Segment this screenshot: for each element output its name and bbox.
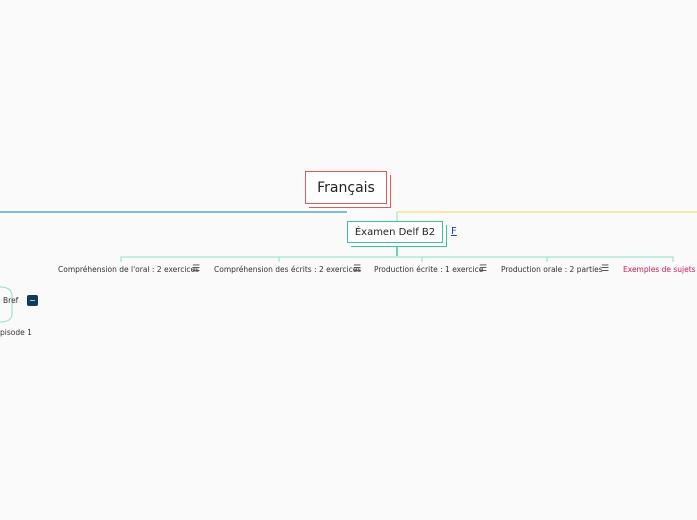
main-topic-label: Éxamen Delf B2 bbox=[354, 226, 436, 238]
episode-node[interactable]: pisode 1 bbox=[0, 328, 32, 337]
topic-written-comprehension[interactable]: Compréhension des écrits : 2 exercices bbox=[214, 265, 362, 274]
notes-icon[interactable]: ☰ bbox=[479, 264, 488, 274]
video-thumbnail-icon[interactable] bbox=[27, 295, 38, 306]
notes-icon[interactable]: ☰ bbox=[192, 264, 201, 274]
topic-bus-line bbox=[120, 256, 674, 262]
topic-oral-comprehension[interactable]: Compréhension de l'oral : 2 exercices bbox=[58, 265, 200, 274]
root-node-label: Français bbox=[317, 179, 375, 196]
main-topic-link[interactable]: F bbox=[451, 226, 457, 237]
left-sub-line bbox=[0, 286, 13, 323]
topic-oral-production[interactable]: Production orale : 2 parties bbox=[501, 265, 603, 274]
root-node[interactable]: Français bbox=[305, 171, 387, 204]
topic-exam-examples[interactable]: Exemples de sujets d'o bbox=[623, 265, 697, 274]
notes-icon[interactable]: ☰ bbox=[601, 264, 610, 274]
bref-node[interactable]: Bref bbox=[3, 296, 19, 305]
main-topic-node[interactable]: Éxamen Delf B2 bbox=[347, 221, 443, 243]
topic-written-production[interactable]: Production écrite : 1 exercice bbox=[374, 265, 484, 274]
notes-icon[interactable]: ☰ bbox=[353, 264, 362, 274]
